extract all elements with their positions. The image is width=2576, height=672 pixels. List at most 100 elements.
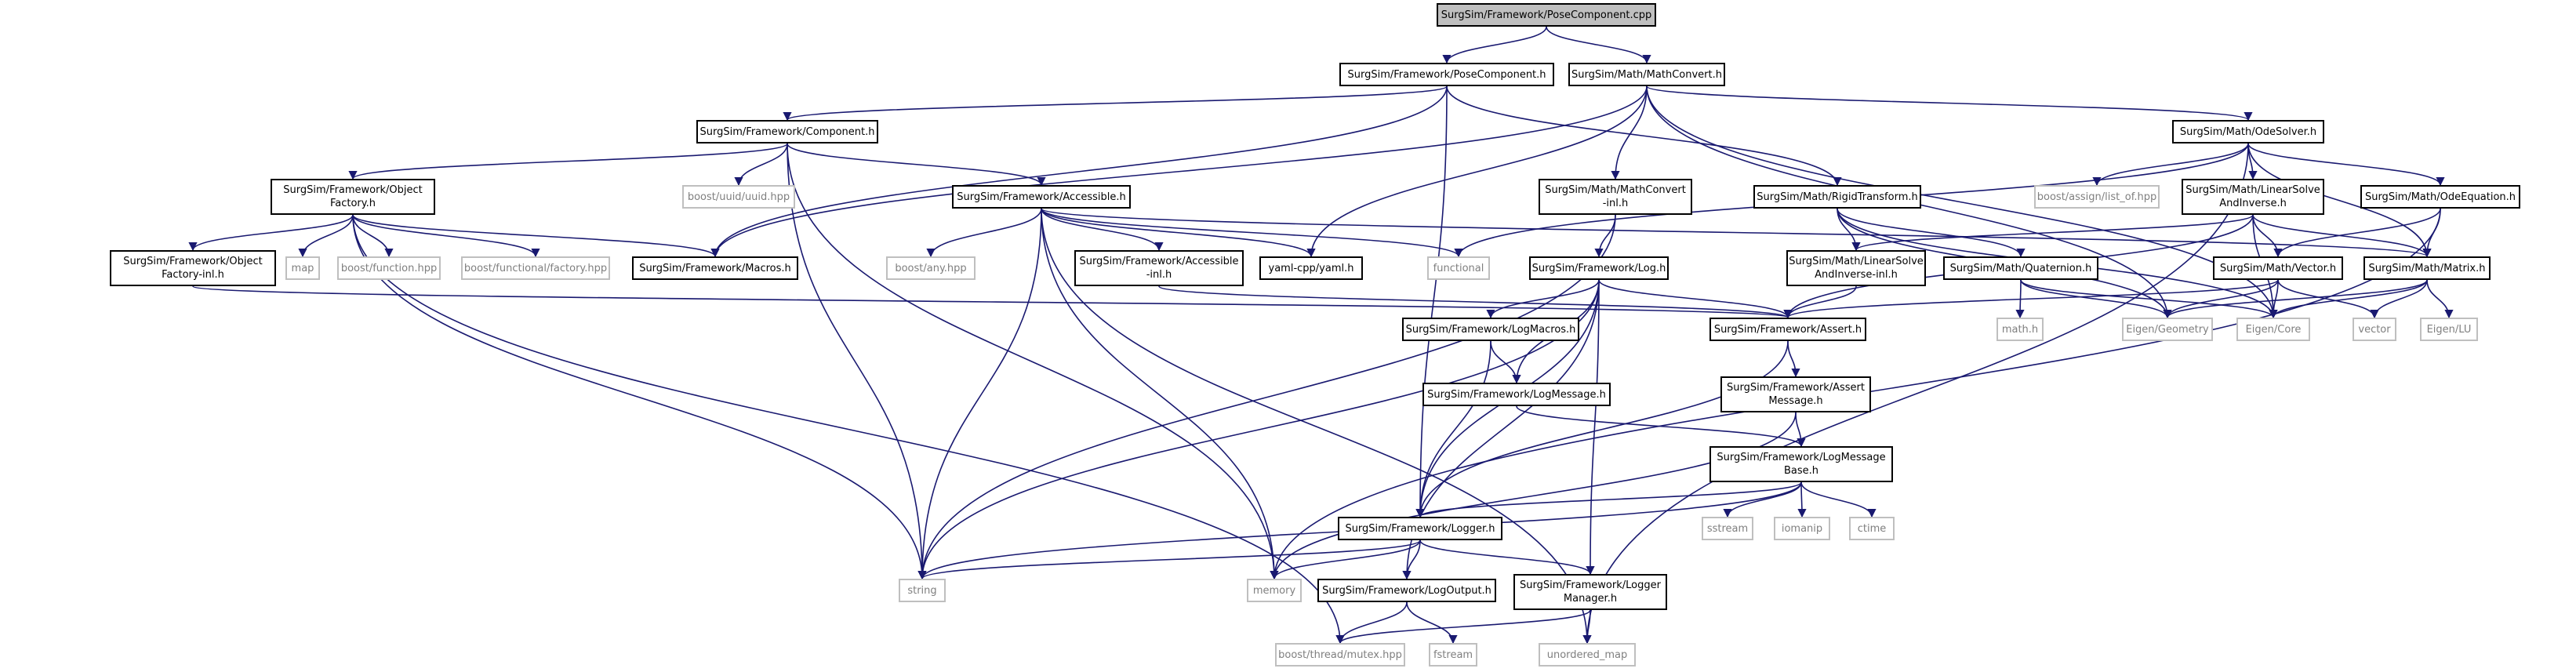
node-assign-hpp[interactable]: boost/assign/list_of.hpp [2034, 185, 2160, 209]
edge-logoutput_h-to-fstream [1406, 601, 1458, 645]
node-quaternion-h[interactable]: SurgSim/Math/Quaternion.h [1943, 256, 2098, 280]
edge-matrix_h-to-eigen_geometry [2163, 279, 2428, 319]
node-assertmessage-h[interactable]: SurgSim/Framework/Assert Message.h [1720, 376, 1871, 412]
edge-component_h-to-memory [787, 143, 1279, 580]
node-objectfactory-inl-h[interactable]: SurgSim/Framework/Object Factory-inl.h [110, 250, 276, 286]
edge-objectfactory_h-to-factory_hpp [352, 214, 540, 258]
node-yaml-h[interactable]: yaml-cpp/yaml.h [1259, 256, 1363, 280]
edge-odesolver_h-to-assign_hpp [2092, 143, 2249, 187]
node-uuid-hpp[interactable]: boost/uuid/uuid.hpp [682, 185, 795, 209]
edge-accessible_h-to-matrix_h [1041, 208, 2432, 258]
node-eigen-geometry[interactable]: Eigen/Geometry [2122, 318, 2213, 341]
edge-logmessagebase_h-to-ctime [1800, 481, 1877, 518]
edge-matrix_h-to-eigen_core [2269, 279, 2428, 319]
node-objectfactory-h[interactable]: SurgSim/Framework/Object Factory.h [271, 179, 435, 215]
edge-odesolver_h-to-odeequation_h [2247, 143, 2445, 187]
edge-rigidtransform_h-to-quaternion_h [1837, 208, 2026, 258]
node-linearsolve-h[interactable]: SurgSim/Math/LinearSolve AndInverse.h [2182, 179, 2324, 215]
node-eigen-lu[interactable]: Eigen/LU [2420, 318, 2478, 341]
node-fstream[interactable]: fstream [1429, 643, 1477, 667]
node-accessible-h[interactable]: SurgSim/Framework/Accessible.h [952, 185, 1131, 209]
node-logger-h[interactable]: SurgSim/Framework/Logger.h [1338, 517, 1502, 540]
node-posecomponent-h[interactable]: SurgSim/Framework/PoseComponent.h [1339, 63, 1554, 86]
edge-vector_h-to-assert_h [1783, 279, 2279, 319]
edge-accessible_h-to-accessible_inl_h [1041, 208, 1164, 252]
node-vector-h[interactable]: SurgSim/Math/Vector.h [2213, 256, 2343, 280]
edge-assertmessage_h-to-memory [1270, 412, 1797, 580]
node-eigen-core[interactable]: Eigen/Core [2236, 318, 2310, 341]
edge-mathconvert_h-to-macros_h [710, 85, 1648, 258]
edge-accessible_h-to-functional [1041, 208, 1463, 258]
node-mathconvert-h[interactable]: SurgSim/Math/MathConvert.h [1568, 63, 1725, 86]
edge-logmacros_h-to-logger_h [1415, 340, 1491, 518]
node-ctime[interactable]: ctime [1849, 517, 1895, 540]
edge-posecomponent_h-to-component_h [783, 85, 1448, 122]
node-component-h[interactable]: SurgSim/Framework/Component.h [696, 120, 878, 143]
node-iomanip[interactable]: iomanip [1774, 517, 1830, 540]
edge-logger_h-to-logoutput_h [1402, 539, 1421, 580]
edge-matrix_h-to-vector [2370, 279, 2428, 319]
node-matrix-h[interactable]: SurgSim/Math/Matrix.h [2363, 256, 2491, 280]
node-function-hpp[interactable]: boost/function.hpp [337, 256, 441, 280]
node-mutex-hpp[interactable]: boost/thread/mutex.hpp [1275, 643, 1405, 667]
node-string[interactable]: string [899, 579, 946, 602]
edge-logmacros_h-to-logmessage_h [1490, 340, 1521, 384]
edge-accessible_inl_h-to-assert_h [1158, 285, 1793, 319]
edge-posecomponent_h-to-rigidtransform_h [1446, 85, 1842, 187]
edge-accessible_h-to-string [917, 208, 1042, 580]
edge-logoutput_h-to-mutex_hpp [1335, 601, 1408, 645]
edge-loggermanager_h-to-unordered_map [1582, 609, 1592, 645]
edge-log_h-to-assert_h [1598, 279, 1793, 319]
dependency-edges [188, 26, 2454, 645]
node-sstream[interactable]: sstream [1702, 517, 1753, 540]
node-mathconvert-inl-h[interactable]: SurgSim/Math/MathConvert -inl.h [1539, 179, 1692, 215]
edge-odesolver_h-to-matrix_h [2247, 143, 2432, 258]
edge-logger_h-to-string [917, 539, 1421, 580]
node-accessible-inl-h[interactable]: SurgSim/Framework/Accessible -inl.h [1074, 250, 1244, 286]
edge-logger_h-to-loggermanager_h [1419, 539, 1595, 576]
edge-log_h-to-loggermanager_h [1586, 279, 1600, 576]
edge-component_h-to-accessible_h [787, 143, 1046, 187]
node-memory[interactable]: memory [1247, 579, 1302, 602]
node-odeequation-h[interactable]: SurgSim/Math/OdeEquation.h [2360, 185, 2520, 209]
node-any-hpp[interactable]: boost/any.hpp [886, 256, 976, 280]
node-functional[interactable]: functional [1427, 256, 1490, 280]
node-logmessagebase-h[interactable]: SurgSim/Framework/LogMessage Base.h [1709, 446, 1893, 482]
node-log-h[interactable]: SurgSim/Framework/Log.h [1529, 256, 1669, 280]
node-loggermanager-h[interactable]: SurgSim/Framework/Logger Manager.h [1513, 574, 1667, 610]
edge-logmessagebase_h-to-iomanip [1797, 481, 1807, 518]
node-linearsolve-inl-h[interactable]: SurgSim/Math/LinearSolve AndInverse-inl.… [1786, 250, 1926, 286]
node-rigidtransform-h[interactable]: SurgSim/Math/RigidTransform.h [1753, 185, 1921, 209]
edge-root-to-posecomponent_h [1442, 26, 1547, 64]
node-unordered-map[interactable]: unordered_map [1539, 643, 1636, 667]
node-math-h[interactable]: math.h [1996, 318, 2044, 341]
edge-objectfactory_h-to-string [352, 214, 927, 580]
node-factory-hpp[interactable]: boost/functional/factory.hpp [461, 256, 610, 280]
edge-vector_h-to-eigen_geometry [2163, 279, 2279, 319]
node-logmacros-h[interactable]: SurgSim/Framework/LogMacros.h [1402, 318, 1579, 341]
edge-loggermanager_h-to-mutex_hpp [1335, 609, 1591, 645]
edge-odeequation_h-to-vector_h [2273, 208, 2441, 258]
node-assert-h[interactable]: SurgSim/Framework/Assert.h [1709, 318, 1866, 341]
edge-objectfactory_inl_h-to-assert_h [192, 285, 1792, 319]
edge-objectfactory_h-to-function_hpp [352, 214, 394, 258]
node-logmessage-h[interactable]: SurgSim/Framework/LogMessage.h [1422, 383, 1611, 406]
edge-assert_h-to-assertmessage_h [1787, 340, 1800, 378]
edge-assert_h-to-logger_h [1415, 340, 1789, 518]
edge-objectfactory_h-to-macros_h [352, 214, 720, 258]
node-map[interactable]: map [285, 256, 320, 280]
edge-component_h-to-uuid_hpp [734, 143, 788, 187]
node-macros-h[interactable]: SurgSim/Framework/Macros.h [632, 256, 798, 280]
node-vector[interactable]: vector [2353, 318, 2396, 341]
edge-logmessage_h-to-logmessagebase_h [1516, 405, 1806, 448]
edge-mathconvert_inl_h-to-string [917, 214, 1616, 580]
node-posecomponent-cpp[interactable]: SurgSim/Framework/PoseComponent.cpp [1437, 3, 1656, 27]
edge-logger_h-to-memory [1270, 539, 1421, 580]
edge-objectfactory_h-to-objectfactory_inl_h [188, 214, 354, 252]
node-logoutput-h[interactable]: SurgSim/Framework/LogOutput.h [1317, 579, 1496, 602]
edge-accessible_h-to-yaml_h [1041, 208, 1316, 258]
node-odesolver-h[interactable]: SurgSim/Math/OdeSolver.h [2172, 120, 2324, 143]
edge-linearsolve_h-to-linearsolve_inl_h [1851, 214, 2254, 252]
edge-root-to-mathconvert_h [1546, 26, 1651, 64]
edge-quaternion_h-to-eigen_geometry [2020, 279, 2172, 319]
